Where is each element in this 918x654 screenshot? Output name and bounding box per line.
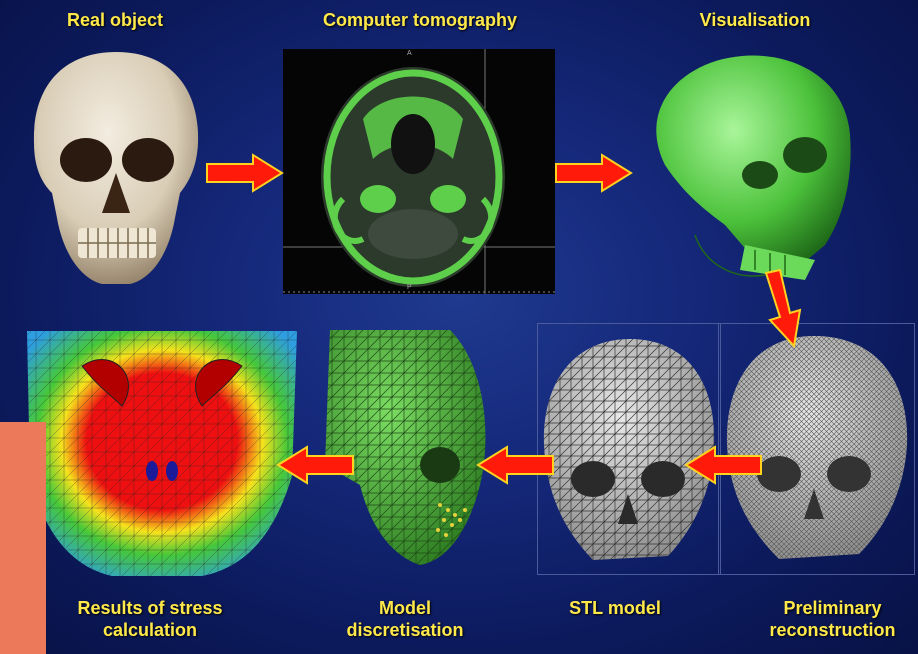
arrow-left-1 bbox=[683, 444, 763, 486]
label-model-line1: Model bbox=[330, 597, 480, 619]
label-results-line1: Results of stress bbox=[50, 597, 250, 619]
arrow-right-1 bbox=[205, 152, 285, 194]
ct-scan-image: A P bbox=[283, 49, 555, 294]
label-preliminary-reconstruction: Preliminary reconstruction bbox=[750, 597, 915, 641]
arrow-right-2 bbox=[554, 152, 634, 194]
label-visualisation: Visualisation bbox=[670, 9, 840, 31]
label-prelim-line2: reconstruction bbox=[750, 619, 915, 641]
arrow-down-right bbox=[758, 268, 808, 348]
label-results-stress: Results of stress calculation bbox=[50, 597, 250, 641]
arrow-left-2 bbox=[475, 444, 555, 486]
label-model-discretisation: Model discretisation bbox=[330, 597, 480, 641]
label-model-line2: discretisation bbox=[330, 619, 480, 641]
label-computer-tomography: Computer tomography bbox=[290, 9, 550, 31]
label-real-object: Real object bbox=[40, 9, 190, 31]
arrow-left-3 bbox=[275, 444, 355, 486]
real-skull-image bbox=[30, 48, 202, 288]
label-results-line2: calculation bbox=[50, 619, 250, 641]
stress-results-image bbox=[22, 326, 300, 581]
label-prelim-line1: Preliminary bbox=[750, 597, 915, 619]
label-stl-model: STL model bbox=[550, 597, 680, 619]
ct-marker-bottom: P bbox=[407, 284, 412, 291]
visualisation-skull-image bbox=[645, 45, 865, 285]
side-accent-bar bbox=[0, 422, 46, 654]
ct-marker-top: A bbox=[407, 50, 412, 57]
